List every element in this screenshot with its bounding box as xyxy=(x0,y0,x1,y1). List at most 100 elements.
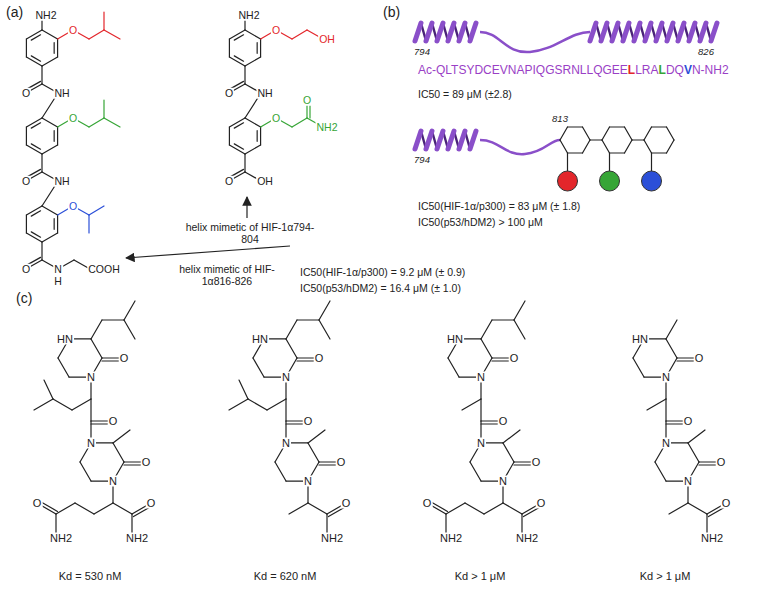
bond xyxy=(88,215,89,233)
atom-label: O xyxy=(531,457,542,468)
ring-bond xyxy=(57,127,58,145)
atom-label: O xyxy=(498,416,509,427)
ring-bond xyxy=(91,339,102,358)
ring-bond xyxy=(644,127,652,140)
helix-front xyxy=(470,131,476,149)
bond xyxy=(244,154,245,172)
ring-bond xyxy=(448,358,459,377)
bond xyxy=(41,66,42,84)
affinity-value: Kd > 1 μM xyxy=(639,571,692,582)
atom-label: O xyxy=(302,95,312,106)
bond xyxy=(567,153,568,171)
loop xyxy=(480,32,590,52)
ring-bond xyxy=(655,462,666,481)
bond xyxy=(89,206,104,215)
bond xyxy=(665,399,666,421)
ring-bond xyxy=(31,56,40,61)
ring-bond xyxy=(560,127,568,140)
bond xyxy=(89,118,104,127)
helix-front xyxy=(459,23,465,41)
bond xyxy=(319,301,330,320)
ring-bond xyxy=(42,145,58,154)
ring-bond xyxy=(625,140,633,153)
bond xyxy=(609,153,610,171)
bond xyxy=(124,320,135,339)
ring-bond xyxy=(42,30,58,39)
pointer-arrow xyxy=(246,197,247,218)
bond xyxy=(41,242,42,260)
caption-text: helix mimetic of HIF-1α794-804 xyxy=(185,221,315,245)
atom-label: OH xyxy=(256,176,274,187)
atom-label: NH2 xyxy=(439,533,463,544)
ring-bond xyxy=(583,127,591,140)
ring-bond xyxy=(26,127,27,145)
atom-label: NH2 xyxy=(125,533,149,544)
atom-label: O xyxy=(108,416,119,427)
ring-bond xyxy=(560,140,568,153)
bond xyxy=(319,320,330,339)
ring-bond xyxy=(54,219,55,230)
ring-bond xyxy=(257,43,258,54)
atom-label: N xyxy=(683,476,693,487)
panel-label: (b) xyxy=(383,4,400,20)
ring-bond xyxy=(26,215,27,233)
sequence-text: L xyxy=(659,64,666,78)
atom-label: O xyxy=(509,353,520,364)
ring-bond xyxy=(666,339,677,358)
atom-label: NH2 xyxy=(320,533,344,544)
ring-bond xyxy=(568,126,583,127)
atom-label: N xyxy=(476,438,486,449)
atom-label: NH2 xyxy=(237,10,260,21)
bond xyxy=(688,430,705,443)
ring-bond xyxy=(253,358,264,377)
bond xyxy=(94,503,113,514)
ring-bond xyxy=(26,118,42,127)
atom-label: COOH xyxy=(87,264,121,275)
ring-bond xyxy=(245,30,261,39)
bond xyxy=(484,503,503,514)
bond xyxy=(113,430,130,443)
ring-bond xyxy=(42,118,58,127)
atom-label: N xyxy=(498,476,508,487)
ring-bond xyxy=(481,339,492,358)
ring-bond xyxy=(275,462,286,481)
bond xyxy=(514,320,525,339)
atom-label: O xyxy=(21,264,31,275)
ring-bond xyxy=(26,57,42,66)
ring-bond xyxy=(667,127,675,140)
ring-bond xyxy=(42,206,58,215)
atom-label: NH xyxy=(256,88,273,99)
bond xyxy=(285,399,286,421)
atom-label: O xyxy=(224,88,234,99)
ring-bond xyxy=(229,57,245,66)
bond xyxy=(462,399,481,410)
helix-front xyxy=(623,23,629,41)
bond xyxy=(465,503,484,514)
ring-bond xyxy=(644,140,652,153)
atom-label: HN xyxy=(446,334,464,345)
bond xyxy=(90,399,91,421)
ring-bond xyxy=(308,443,319,462)
affinity-value: Kd = 620 nM xyxy=(253,571,318,582)
ring-bond xyxy=(26,30,42,39)
bond xyxy=(446,503,465,514)
atom-label: N xyxy=(281,438,291,449)
ring-bond xyxy=(26,233,42,242)
bond xyxy=(34,399,53,410)
bond xyxy=(239,380,248,399)
bond xyxy=(56,503,75,514)
residue-number: 794 xyxy=(413,47,431,57)
sequence-text: Ac-QLTSYDCEVNAPIQGSRNLLQGEE xyxy=(418,64,628,78)
ring-bond xyxy=(234,123,243,128)
bond xyxy=(286,320,297,339)
activity-value: IC50(HIF-1α/p300) = 83 μM (± 1.8) xyxy=(418,200,580,212)
bond xyxy=(113,503,132,514)
helix-front xyxy=(437,23,443,41)
ring-bond xyxy=(31,232,40,237)
ring-bond xyxy=(229,127,230,145)
ring-bond xyxy=(470,462,481,481)
bond xyxy=(103,12,104,30)
bond xyxy=(481,320,492,339)
atom-label: O xyxy=(119,353,130,364)
